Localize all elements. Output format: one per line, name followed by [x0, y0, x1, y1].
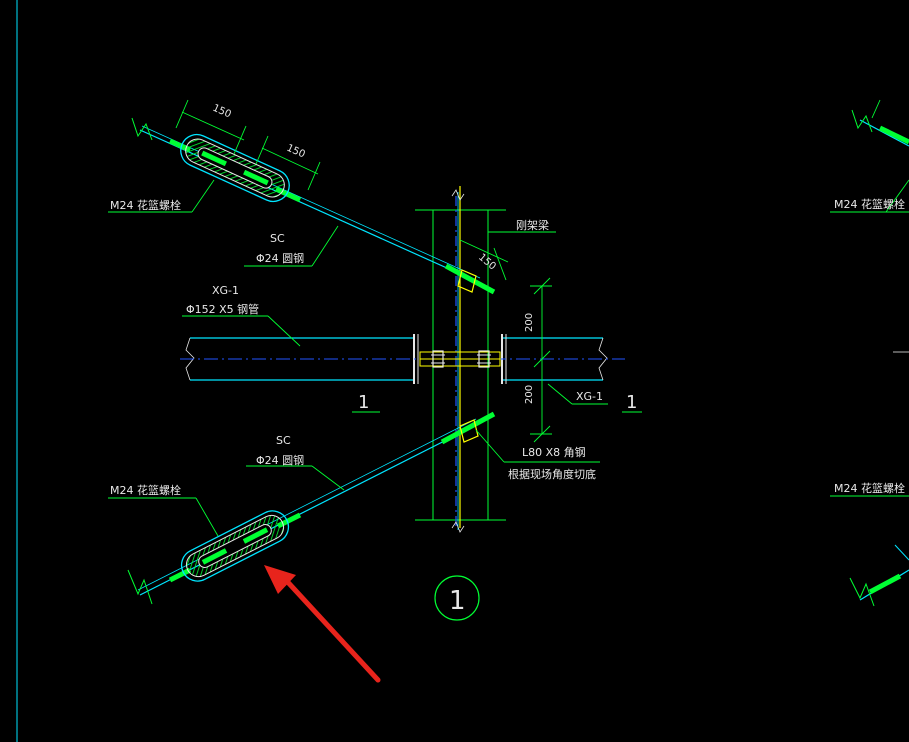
label-frame-beam: 刚架梁: [516, 218, 549, 232]
lower-turnbuckle: [180, 510, 290, 582]
detail-number: 1: [449, 586, 466, 616]
label-turnbuckle-bottom: M24 花篮螺栓: [110, 483, 181, 497]
upper-turnbuckle: [180, 133, 290, 203]
label-rod-top: Φ24 圆钢: [256, 252, 304, 265]
label-sc-bottom: SC: [276, 434, 291, 447]
label-turnbuckle-right-bottom: M24 花篮螺栓: [834, 481, 905, 495]
section-mark-left: 1: [352, 392, 380, 413]
dim-150-b: 150: [285, 143, 307, 161]
label-xg-left: XG-1: [212, 284, 239, 297]
detail-number-bubble: 1: [434, 575, 480, 621]
red-annotation-arrow: [264, 565, 381, 683]
section-mark-right: 1: [622, 392, 642, 413]
dim-200-top: 200: [524, 313, 535, 332]
label-angle-note: 根据现场角度切底: [508, 467, 596, 481]
dim-150-c: 150: [476, 252, 498, 273]
vertical-dimension: 200 200: [524, 277, 552, 443]
dim-200-bottom: 200: [524, 385, 535, 404]
label-turnbuckle-top: M24 花篮螺栓: [110, 198, 181, 212]
leader-lines: [108, 179, 608, 537]
lower-tie-rod: [127, 411, 496, 605]
dim-150-a: 150: [211, 103, 233, 121]
label-xg-right: XG-1: [576, 390, 603, 403]
right-partial-detail: [830, 99, 909, 607]
label-angle-steel: L80 X8 角钢: [522, 446, 586, 459]
section-label-left: 1: [358, 392, 369, 413]
upper-tie-rod: [131, 117, 496, 295]
label-rod-bottom: Φ24 圆钢: [256, 454, 304, 467]
label-pipe-left: Φ152 X5 钢管: [186, 302, 259, 316]
section-label-right: 1: [626, 392, 637, 413]
label-sc-top: SC: [270, 232, 285, 245]
label-turnbuckle-right-top: M24 花篮螺栓: [834, 197, 905, 211]
steel-pipe-xg1: [180, 334, 625, 384]
bolt-group: [431, 350, 491, 368]
